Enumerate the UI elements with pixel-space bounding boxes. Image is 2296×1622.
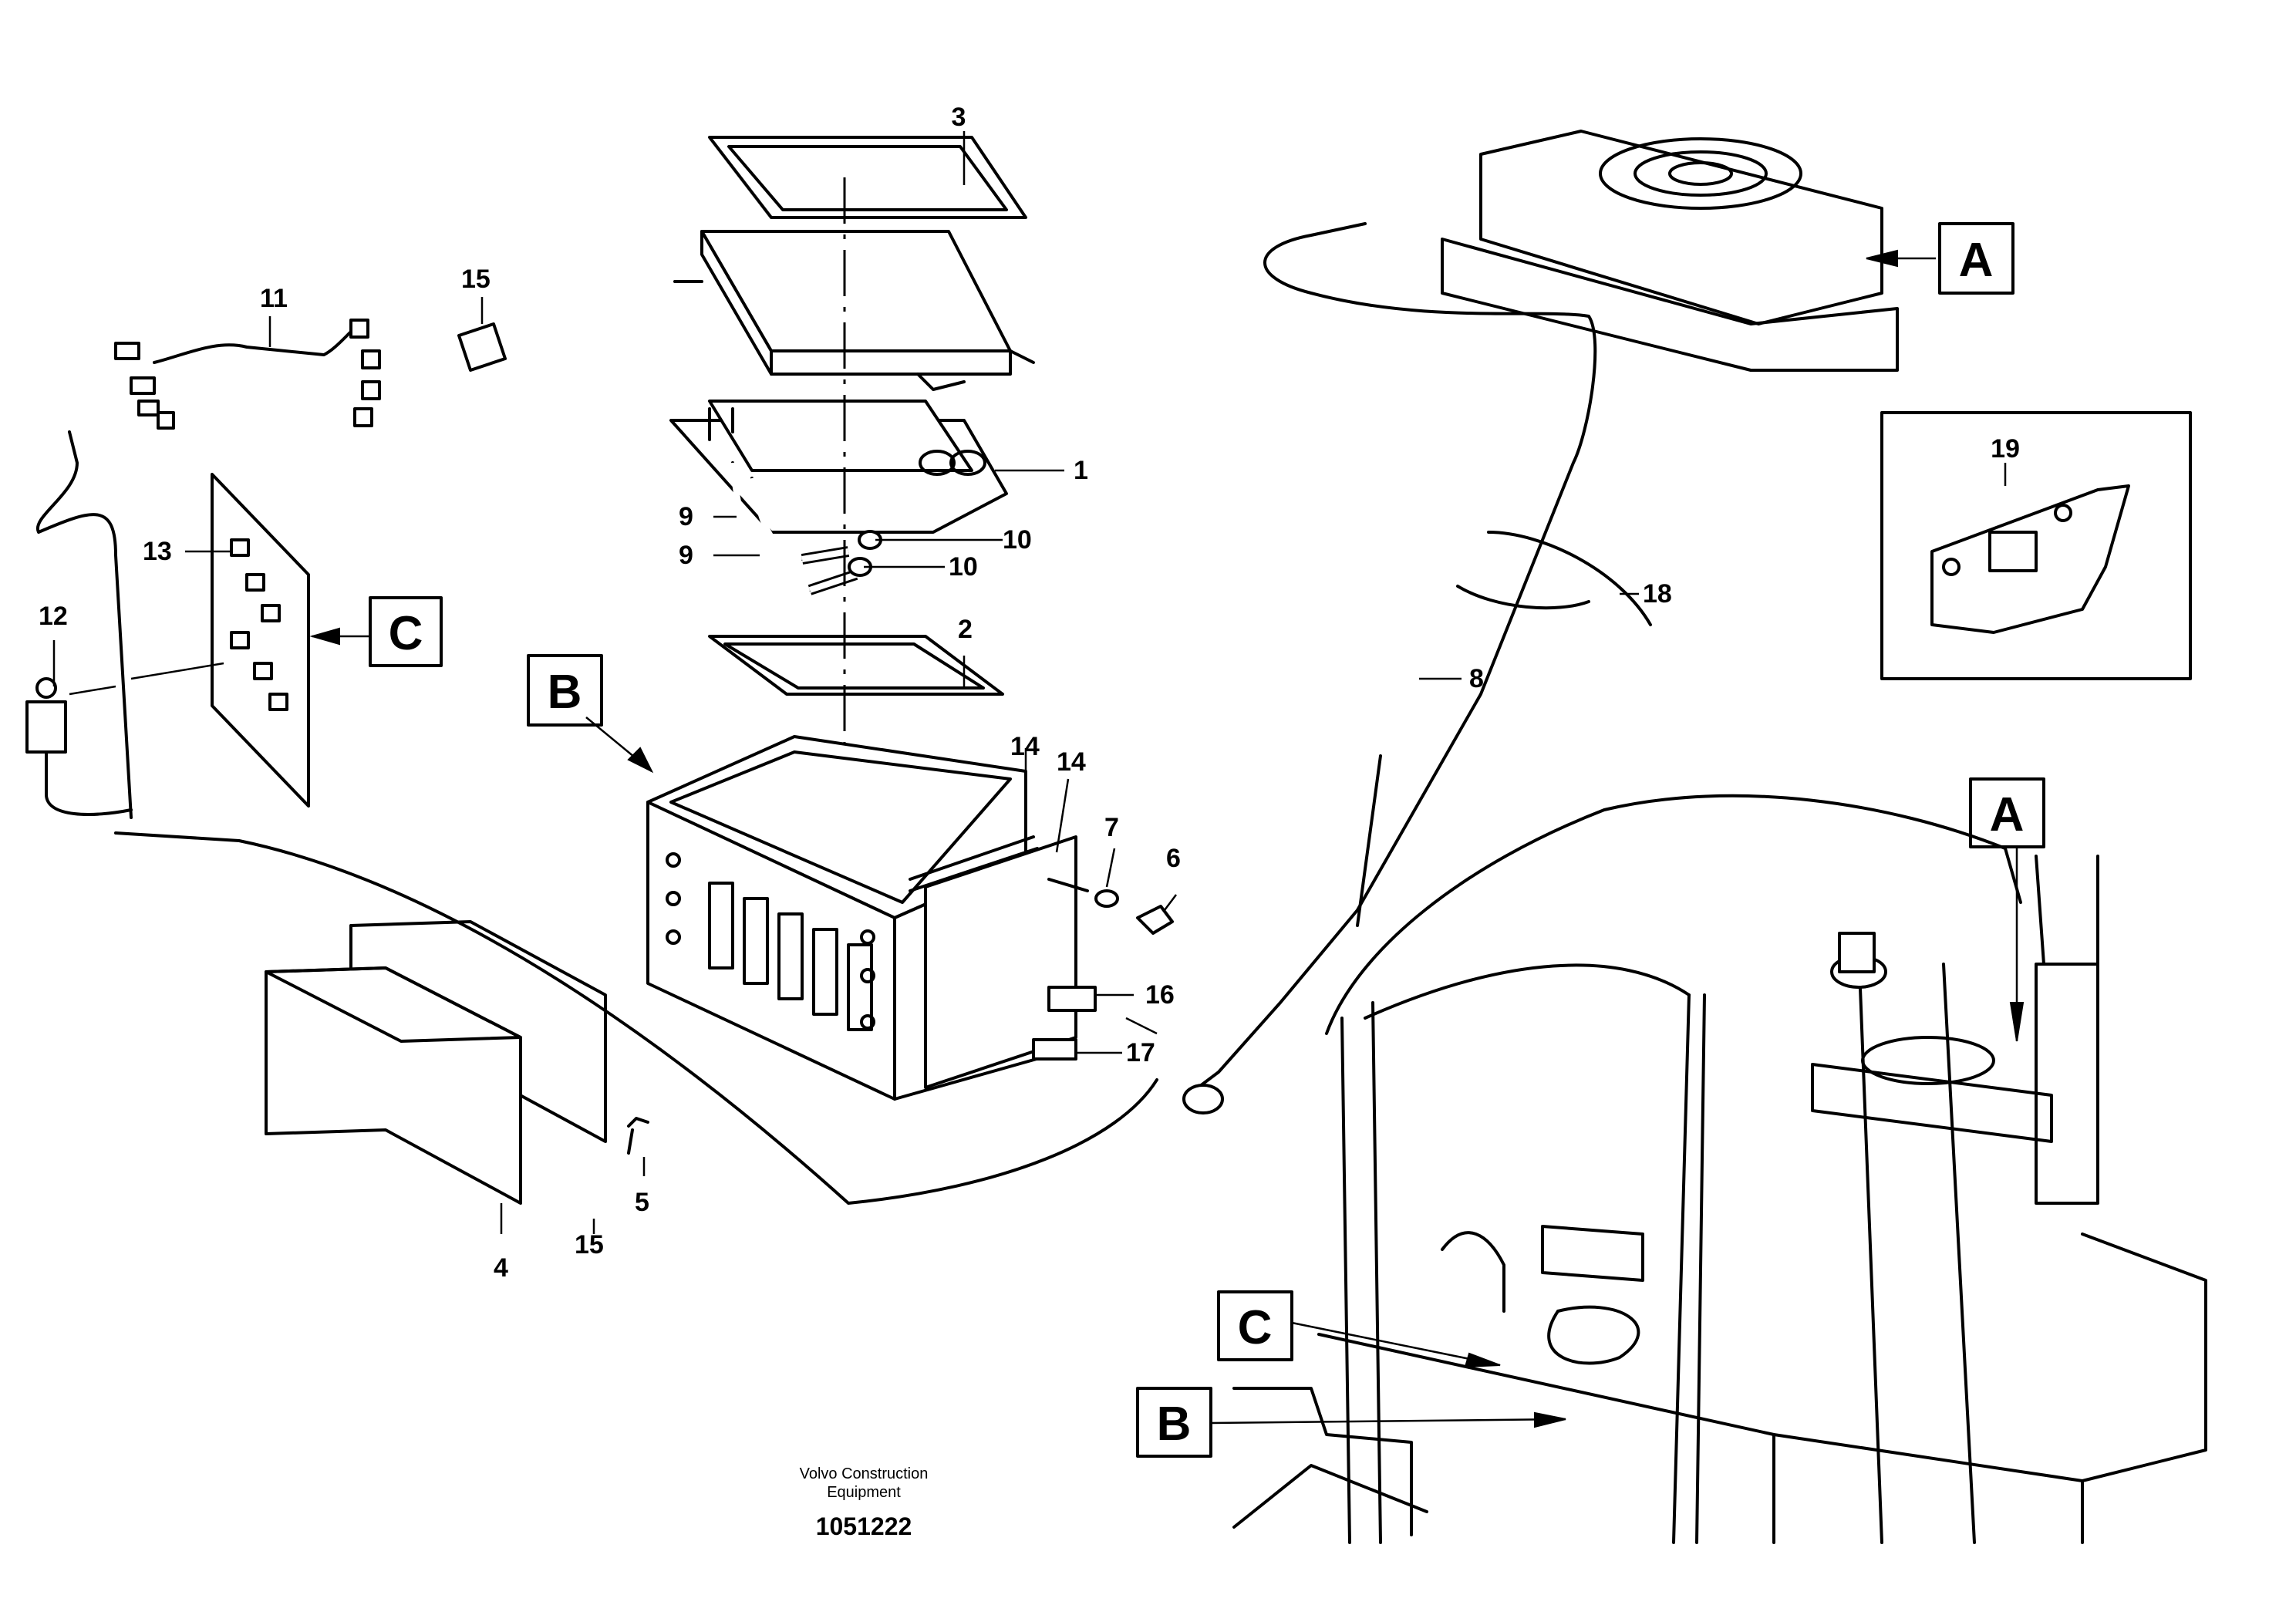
callout-16: 16 (1145, 980, 1175, 1010)
callout-3: 3 (952, 103, 966, 132)
view-label-box-b-cab (1136, 1387, 1212, 1458)
callout-14b: 14 (1057, 747, 1086, 777)
cable-part (1182, 222, 1597, 1114)
side-panel-part (909, 835, 1077, 1089)
callout-8: 8 (1469, 664, 1484, 693)
callout-13: 13 (143, 537, 172, 566)
detail-inset-box (1880, 411, 2192, 680)
decal-part (1032, 1038, 1077, 1061)
bolt-part (1047, 878, 1174, 935)
callout-6: 6 (1166, 844, 1181, 873)
view-label-b-main: B (548, 666, 582, 719)
wiring-harness-part (114, 319, 381, 430)
callout-11: 11 (260, 284, 288, 313)
callout-9a: 9 (679, 502, 693, 531)
gasket-part (708, 635, 1004, 696)
heater-core-part (669, 400, 1008, 534)
callout-10a: 10 (1003, 525, 1032, 555)
hose-part (730, 461, 858, 595)
cover-part (673, 230, 1035, 391)
screw-part (627, 1117, 649, 1155)
callout-4: 4 (494, 1253, 508, 1283)
view-label-box-b-main (527, 654, 603, 727)
callout-15b: 15 (575, 1230, 604, 1259)
view-label-box-a-top (1938, 222, 2014, 295)
callout-18: 18 (1643, 579, 1672, 609)
callout-19: 19 (1991, 434, 2020, 464)
company-name-line1: Volvo Construction (800, 1465, 929, 1482)
view-label-box-c-main (369, 596, 443, 667)
company-name-line2: Equipment (827, 1484, 901, 1501)
leader-lines (52, 131, 2007, 1234)
filter-part (265, 920, 607, 1205)
view-label-b-cab: B (1157, 1398, 1192, 1451)
callout-2: 2 (958, 615, 973, 644)
gasket-top-part (708, 136, 1027, 219)
callout-5: 5 (635, 1188, 649, 1217)
view-label-a-cab: A (1990, 788, 2025, 841)
view-label-c-main: C (389, 607, 423, 660)
callout-9b: 9 (679, 541, 693, 570)
relay-part (25, 430, 1158, 1205)
condenser-unit-part (1441, 130, 1899, 372)
callout-1: 1 (1074, 456, 1088, 485)
bracket-part (1930, 484, 2130, 634)
decal-part (1047, 986, 1097, 1012)
callout-14a: 14 (1010, 732, 1040, 761)
callout-10b: 10 (949, 552, 978, 582)
callout-15a: 15 (461, 265, 491, 294)
callout-17: 17 (1126, 1038, 1155, 1067)
view-label-c-cab: C (1238, 1301, 1273, 1354)
switch-part (457, 322, 507, 372)
callout-12: 12 (39, 602, 68, 631)
view-arrows (309, 249, 2025, 1428)
view-label-box-a-cab (1969, 777, 2045, 848)
view-label-a-top: A (1959, 234, 1994, 287)
circuit-board-part (211, 473, 310, 808)
hose-clamp-part (848, 530, 882, 577)
view-label-box-c-cab (1217, 1290, 1293, 1361)
callout-7: 7 (1104, 813, 1119, 842)
machine-cab-illustration (1232, 794, 2207, 1544)
drawing-number: 1051222 (816, 1512, 912, 1540)
cable-tie-part (1456, 531, 1652, 626)
